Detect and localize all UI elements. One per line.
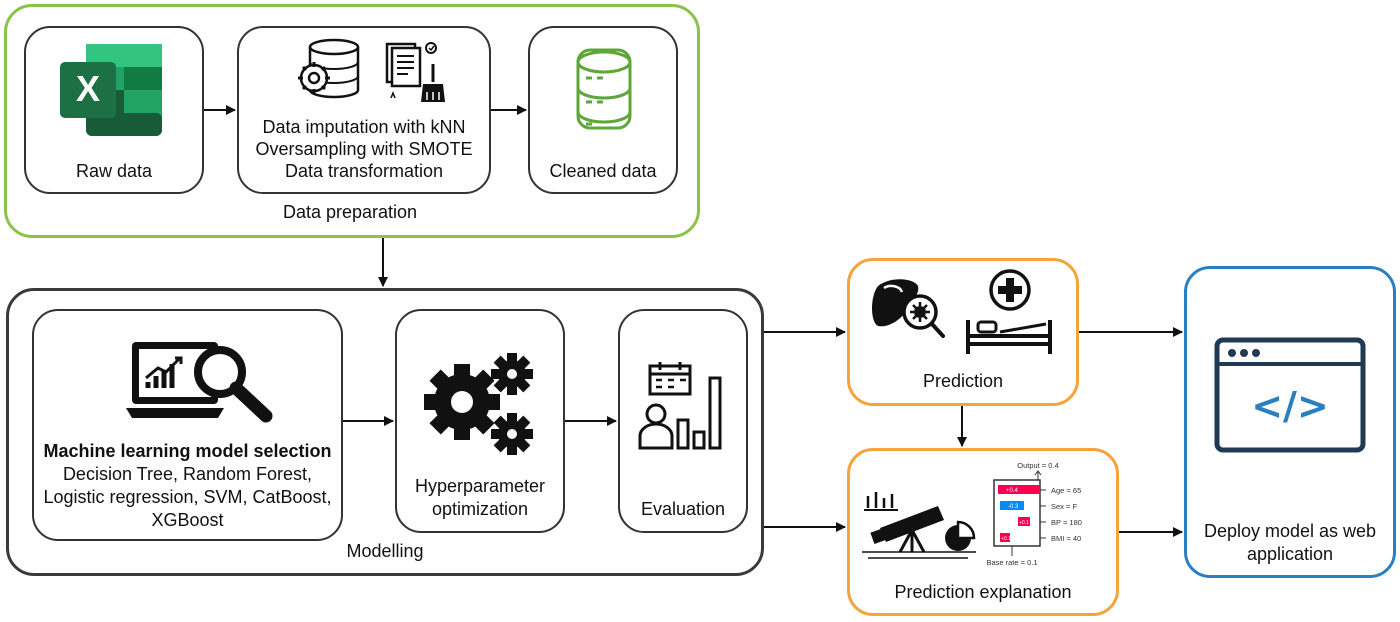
modelling-label: Modelling	[346, 541, 424, 561]
model-selection-title: Machine learning model selection	[43, 441, 332, 461]
data-preparation-group	[4, 4, 700, 238]
deploy-label-line-2: application	[1246, 544, 1334, 564]
shap-feature-bmi: BMI = 40	[1051, 534, 1081, 543]
database-gear-icon	[298, 38, 360, 99]
step-imputation: Data imputation with kNN	[262, 117, 466, 137]
telescope-icon	[862, 492, 976, 559]
evaluation-icon	[638, 362, 722, 450]
step-oversampling: Oversampling with SMOTE	[255, 139, 473, 159]
shap-contribution-bp: +0.1	[1019, 520, 1029, 526]
shap-base-rate-label: Base rate = 0.1	[986, 558, 1037, 567]
shap-feature-age: Age = 65	[1051, 486, 1081, 495]
hyperparameter-line-2: optimization	[431, 499, 529, 519]
modelling-group	[6, 288, 764, 576]
raw-data-label: Raw data	[75, 161, 153, 181]
data-cleaning-icon	[385, 42, 445, 102]
model-list-line-2: Logistic regression, SVM, CatBoost,	[43, 487, 332, 507]
shap-contribution-bmi: +0.1	[1001, 536, 1011, 542]
organ-scan-icon	[872, 279, 945, 338]
prediction-label: Prediction	[922, 371, 1004, 391]
deploy-label-line-1: Deploy model as web	[1203, 521, 1377, 541]
excel-icon: X	[60, 44, 162, 136]
gears-icon	[424, 353, 533, 455]
preprocessing-card[interactable]	[237, 26, 491, 194]
cleaned-data-label: Cleaned data	[549, 161, 657, 181]
shap-feature-sex: Sex = F	[1051, 502, 1077, 511]
hyperparameter-line-1: Hyperparameter	[414, 476, 546, 496]
shap-output-label: Output = 0.4	[1017, 461, 1059, 470]
shap-contribution-age: +0.4	[1006, 488, 1019, 494]
data-preparation-label: Data preparation	[282, 202, 418, 222]
shap-feature-bp: BP = 180	[1051, 518, 1082, 527]
hospital-bed-icon	[966, 269, 1052, 354]
laptop-analytics-icon	[126, 342, 273, 423]
prediction-explanation-label: Prediction explanation	[894, 582, 1072, 602]
web-application-icon: </>	[1214, 337, 1366, 453]
model-list-line-1: Decision Tree, Random Forest,	[62, 464, 313, 484]
excel-letter: X	[76, 68, 100, 109]
database-icon	[576, 48, 632, 130]
model-list-line-3: XGBoost	[151, 510, 224, 530]
shap-contribution-sex: -0.3	[1008, 504, 1019, 510]
step-transformation: Data transformation	[284, 161, 444, 181]
shap-force-plot: Output = 0.4 +0.4 -0.3 +0.1 +0.1 Age = 6…	[986, 461, 1082, 567]
evaluation-label: Evaluation	[640, 499, 726, 519]
code-symbol: </>	[1251, 384, 1329, 428]
